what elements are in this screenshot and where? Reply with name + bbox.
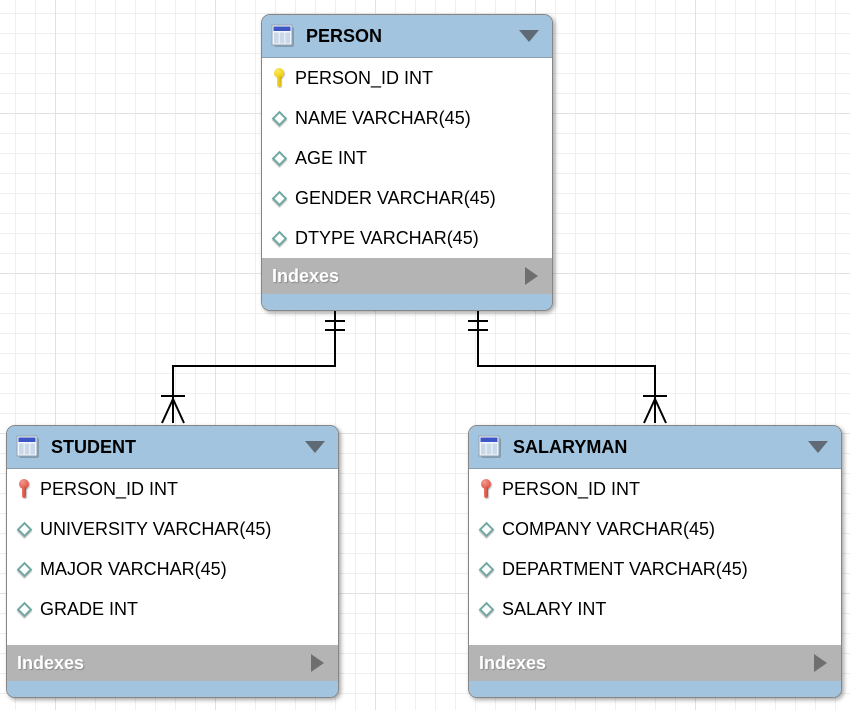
column-row[interactable]: GENDER VARCHAR(45)	[262, 178, 552, 218]
table-icon	[271, 24, 294, 47]
column-row[interactable]: PERSON_ID INT	[469, 469, 841, 509]
column-icon	[272, 225, 287, 251]
table-title: SALARYMAN	[513, 436, 628, 457]
column-label: GENDER VARCHAR(45)	[295, 187, 496, 208]
column-row[interactable]: COMPANY VARCHAR(45)	[469, 509, 841, 549]
column-icon	[17, 516, 32, 542]
column-row[interactable]: PERSON_ID INT	[7, 469, 338, 509]
column-row[interactable]: DEPARTMENT VARCHAR(45)	[469, 549, 841, 589]
column-icon	[272, 145, 287, 171]
indexes-label: Indexes	[272, 265, 340, 286]
column-label: UNIVERSITY VARCHAR(45)	[40, 518, 272, 539]
table-header[interactable]: STUDENT	[7, 426, 338, 469]
column-label: PERSON_ID INT	[502, 478, 641, 499]
collapse-arrow-icon[interactable]	[305, 441, 325, 453]
table-icon	[16, 435, 39, 458]
indexes-label: Indexes	[17, 652, 85, 673]
table-header[interactable]: SALARYMAN	[469, 426, 841, 469]
column-row[interactable]: MAJOR VARCHAR(45)	[7, 549, 338, 589]
column-row[interactable]: AGE INT	[262, 138, 552, 178]
collapse-arrow-icon[interactable]	[519, 30, 539, 42]
column-label: COMPANY VARCHAR(45)	[502, 518, 716, 539]
column-icon	[479, 556, 494, 582]
table-title: STUDENT	[51, 436, 136, 457]
foreign-key-icon	[17, 476, 32, 502]
indexes-label: Indexes	[479, 652, 547, 673]
column-label: DTYPE VARCHAR(45)	[295, 227, 479, 248]
column-icon	[479, 596, 494, 622]
table-icon	[478, 435, 501, 458]
column-label: SALARY INT	[502, 598, 607, 619]
relationship-person-student[interactable]	[161, 310, 345, 424]
column-row[interactable]: SALARY INT	[469, 589, 841, 629]
cardinality-one-ticks	[325, 320, 345, 331]
table-person[interactable]: PERSON PERSON_ID INT NAME VARCHAR(45) AG…	[261, 14, 553, 311]
column-icon	[17, 556, 32, 582]
indexes-expand-icon	[814, 654, 827, 672]
table-footer	[7, 681, 338, 697]
table-columns: PERSON_ID INT COMPANY VARCHAR(45) DEPART…	[469, 469, 841, 645]
column-label: GRADE INT	[40, 598, 139, 619]
table-title: PERSON	[306, 25, 383, 46]
connector-line	[172, 310, 336, 423]
column-row[interactable]: DTYPE VARCHAR(45)	[262, 218, 552, 258]
indexes-bar[interactable]: Indexes	[469, 645, 841, 681]
table-student[interactable]: STUDENT PERSON_ID INT UNIVERSITY VARCHAR…	[6, 425, 339, 698]
column-icon	[272, 105, 287, 131]
column-row[interactable]: NAME VARCHAR(45)	[262, 98, 552, 138]
crow-foot-icon	[643, 398, 667, 424]
column-row[interactable]: UNIVERSITY VARCHAR(45)	[7, 509, 338, 549]
indexes-bar[interactable]: Indexes	[262, 258, 552, 294]
column-label: PERSON_ID INT	[295, 67, 434, 88]
column-label: PERSON_ID INT	[40, 478, 179, 499]
table-columns: PERSON_ID INT NAME VARCHAR(45) AGE INT G…	[262, 58, 552, 258]
table-columns: PERSON_ID INT UNIVERSITY VARCHAR(45) MAJ…	[7, 469, 338, 645]
column-label: AGE INT	[295, 147, 368, 168]
column-label: MAJOR VARCHAR(45)	[40, 558, 227, 579]
cardinality-one-ticks	[468, 320, 488, 331]
table-header[interactable]: PERSON	[262, 15, 552, 58]
foreign-key-icon	[479, 476, 494, 502]
indexes-expand-icon	[311, 654, 324, 672]
primary-key-icon	[272, 65, 287, 91]
relationship-person-salaryman[interactable]	[468, 310, 667, 424]
column-icon	[272, 185, 287, 211]
table-footer	[262, 294, 552, 310]
indexes-bar[interactable]: Indexes	[7, 645, 338, 681]
column-icon	[17, 596, 32, 622]
column-row[interactable]: GRADE INT	[7, 589, 338, 629]
indexes-expand-icon	[525, 267, 538, 285]
table-salaryman[interactable]: SALARYMAN PERSON_ID INT COMPANY VARCHAR(…	[468, 425, 842, 698]
collapse-arrow-icon[interactable]	[808, 441, 828, 453]
column-label: DEPARTMENT VARCHAR(45)	[502, 558, 748, 579]
connector-line	[477, 310, 656, 423]
crow-foot-icon	[161, 398, 185, 424]
table-footer	[469, 681, 841, 697]
column-row[interactable]: PERSON_ID INT	[262, 58, 552, 98]
column-icon	[479, 516, 494, 542]
column-label: NAME VARCHAR(45)	[295, 107, 471, 128]
